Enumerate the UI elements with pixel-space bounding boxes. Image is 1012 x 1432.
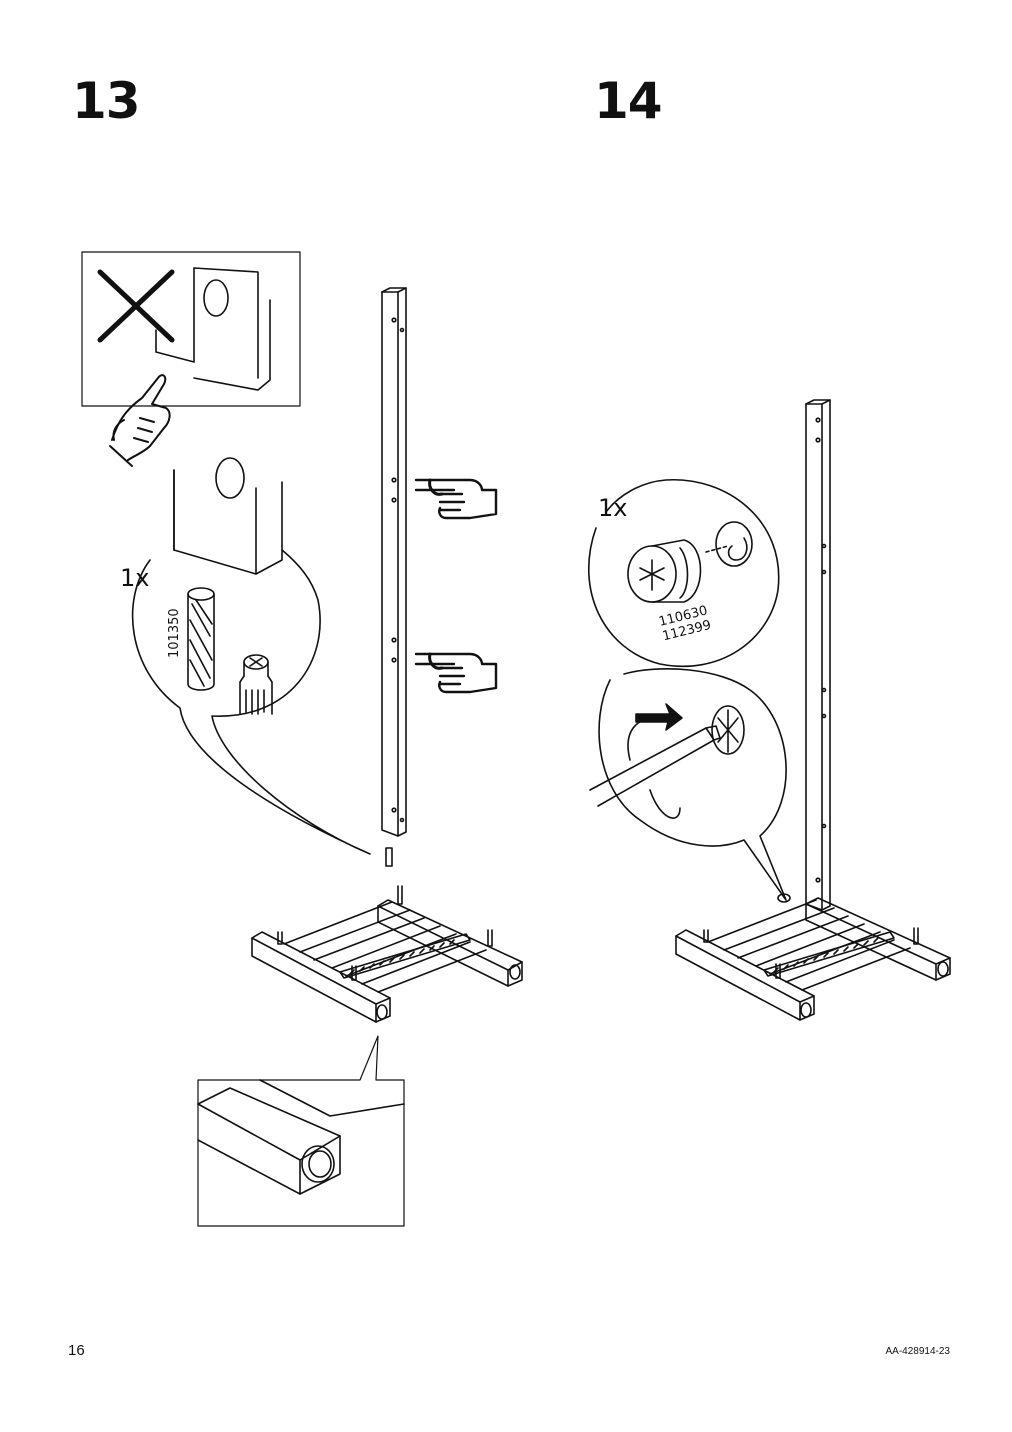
step-14-number: 14 <box>594 72 663 130</box>
base-frame-step14 <box>675 897 951 1021</box>
screwdriver-callout <box>589 668 791 903</box>
pointing-hand-icon <box>109 374 171 467</box>
document-code: AA-428914-23 <box>885 1346 951 1357</box>
incorrect-method-inset <box>81 251 301 467</box>
step13-quantity: 1x <box>120 564 149 592</box>
side-panel-detail <box>173 457 283 575</box>
cam-screw <box>239 654 273 715</box>
cross-mark-icon <box>97 269 175 343</box>
pointing-finger-icon <box>414 652 498 694</box>
dowel-callout: 1x 101350 <box>120 549 371 855</box>
rotate-arrow-icon <box>627 703 683 819</box>
wooden-dowel <box>187 587 215 691</box>
upright-post-step14 <box>805 399 831 911</box>
page-number: 16 <box>68 1342 85 1359</box>
step-13-number: 13 <box>72 72 141 130</box>
pointing-finger-icon <box>414 478 498 520</box>
bar-end-detail <box>197 1035 405 1227</box>
cam-lock-callout: 1x 110630 112399 <box>587 479 780 668</box>
upright-post-step13 <box>381 287 407 867</box>
screwdriver-icon <box>589 725 721 807</box>
step14-quantity: 1x <box>598 494 627 522</box>
part-number-101350: 101350 <box>167 608 182 658</box>
base-frame-step13 <box>251 885 523 1023</box>
